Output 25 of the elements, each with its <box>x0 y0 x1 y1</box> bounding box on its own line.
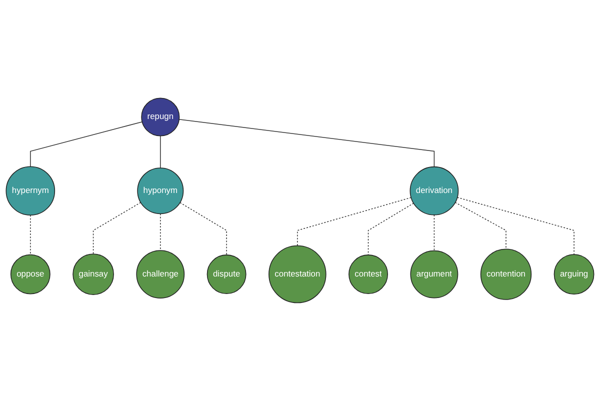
node-circle: hypernym <box>6 166 56 216</box>
connector <box>297 196 412 246</box>
node-circle: gainsay <box>72 253 114 294</box>
connector <box>456 196 574 254</box>
node-circle: contest <box>348 254 388 294</box>
node-circle: dispute <box>206 254 246 294</box>
connector <box>30 214 31 255</box>
node-circle: derivation <box>410 166 459 215</box>
node-circle: challenge <box>136 250 185 298</box>
connector <box>178 118 435 167</box>
connector <box>434 214 435 251</box>
connector <box>92 202 142 254</box>
node-circle: contention <box>480 248 532 300</box>
node-circle: oppose <box>10 254 50 294</box>
connector <box>30 120 143 166</box>
node-circle: contestation <box>268 244 326 303</box>
connector <box>160 212 161 250</box>
connector <box>160 135 161 168</box>
connector <box>368 202 414 255</box>
node-circle: hyponym <box>137 167 184 214</box>
node-circle: arguing <box>554 254 594 294</box>
connector <box>180 202 227 255</box>
connector <box>454 202 506 249</box>
node-circle: repugn <box>141 97 180 136</box>
node-circle: argument <box>410 250 458 298</box>
